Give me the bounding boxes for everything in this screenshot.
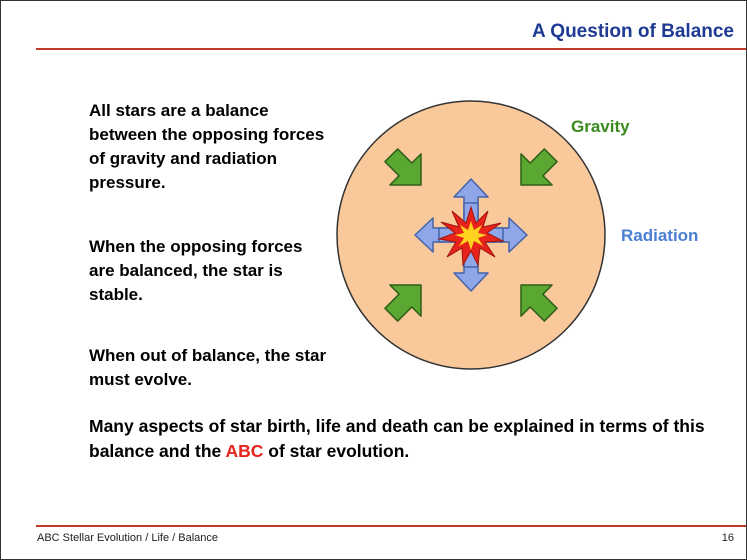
star-balance-diagram: [336, 100, 606, 370]
core-burst-inner: [455, 221, 487, 250]
slide-title: A Question of Balance: [532, 21, 734, 42]
gravity-label: Gravity: [571, 117, 630, 136]
abc-highlight: ABC: [225, 441, 264, 461]
paragraph-stable: When the opposing forces are balanced, t…: [89, 237, 303, 304]
title-divider: [36, 48, 746, 50]
paragraph-balance: All stars are a balance between the oppo…: [89, 101, 325, 192]
footer-divider: [36, 525, 746, 527]
paragraph-closing: Many aspects of star birth, life and dea…: [89, 414, 729, 464]
paragraph-evolve: When out of balance, the star must evolv…: [89, 346, 327, 389]
closing-text-start: Many aspects of star birth, life and dea…: [89, 416, 705, 461]
closing-text-end: of star evolution.: [263, 441, 410, 461]
radiation-label: Radiation: [621, 226, 699, 245]
page-number: 16: [721, 532, 734, 544]
footer-breadcrumb: ABC Stellar Evolution / Life / Balance: [37, 532, 218, 544]
